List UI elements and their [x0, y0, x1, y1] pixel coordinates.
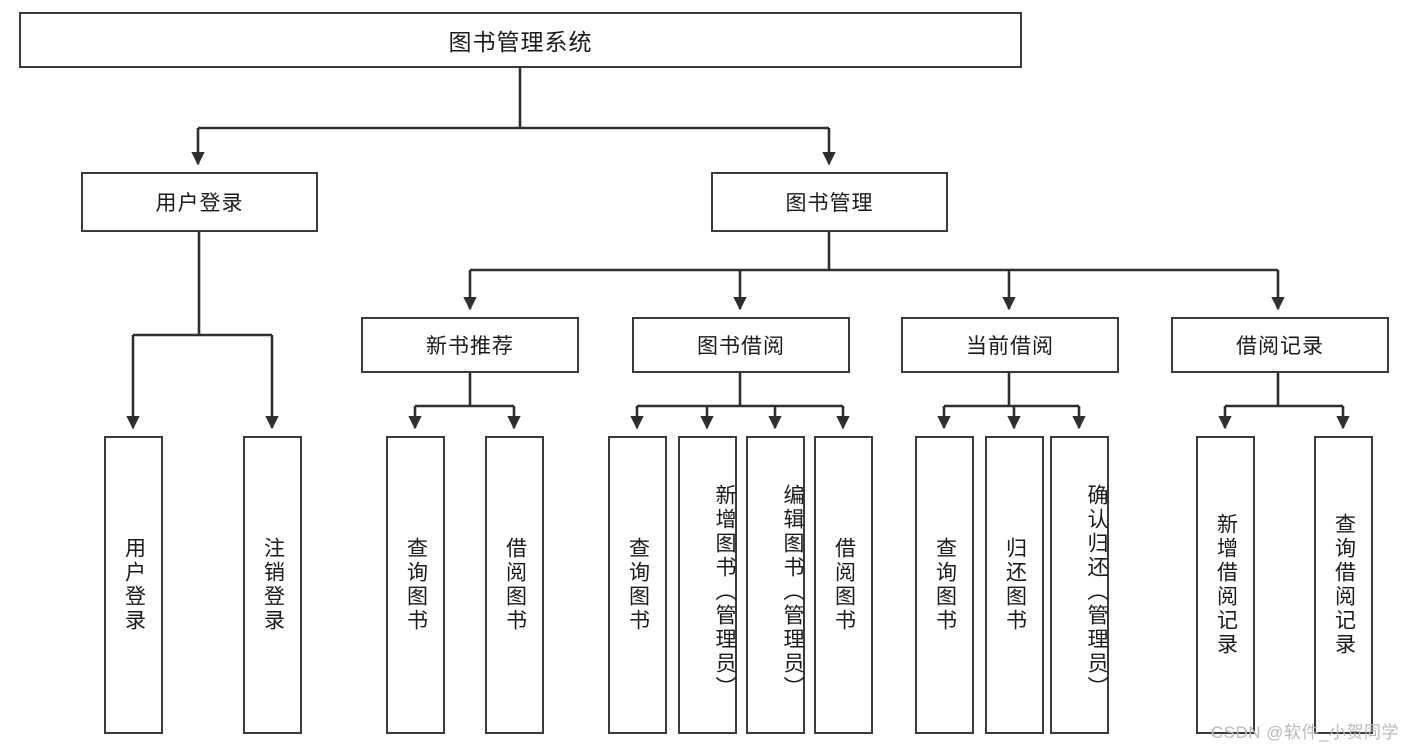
node-book-management[interactable]: 图书管理	[711, 172, 948, 232]
leaf-user-login[interactable]: 用户登录	[104, 436, 163, 734]
leaf-edit-book-admin[interactable]: 编辑图书（管理员）	[746, 436, 805, 734]
leaf-query-borrow-record[interactable]: 查询借阅记录	[1314, 436, 1373, 734]
node-root-system[interactable]: 图书管理系统	[19, 12, 1022, 68]
leaf-return-book[interactable]: 归还图书	[985, 436, 1044, 734]
leaf-query-book-borrow[interactable]: 查询图书	[608, 436, 667, 734]
leaf-borrow-book[interactable]: 借阅图书	[814, 436, 873, 734]
leaf-borrow-book-newbook[interactable]: 借阅图书	[485, 436, 544, 734]
leaf-query-book-newbook[interactable]: 查询图书	[386, 436, 445, 734]
leaf-query-book-current[interactable]: 查询图书	[915, 436, 974, 734]
leaf-confirm-return-admin[interactable]: 确认归还（管理员）	[1050, 436, 1109, 734]
node-user-login[interactable]: 用户登录	[81, 172, 318, 232]
node-new-book-recommend[interactable]: 新书推荐	[361, 317, 579, 373]
node-current-borrow[interactable]: 当前借阅	[901, 317, 1119, 373]
node-borrow-record[interactable]: 借阅记录	[1171, 317, 1389, 373]
leaf-logout[interactable]: 注销登录	[243, 436, 302, 734]
node-book-borrow[interactable]: 图书借阅	[632, 317, 850, 373]
leaf-add-borrow-record[interactable]: 新增借阅记录	[1196, 436, 1255, 734]
leaf-add-book-admin[interactable]: 新增图书（管理员）	[678, 436, 737, 734]
watermark-text: CSDN @软件_小贺同学	[1210, 723, 1399, 742]
